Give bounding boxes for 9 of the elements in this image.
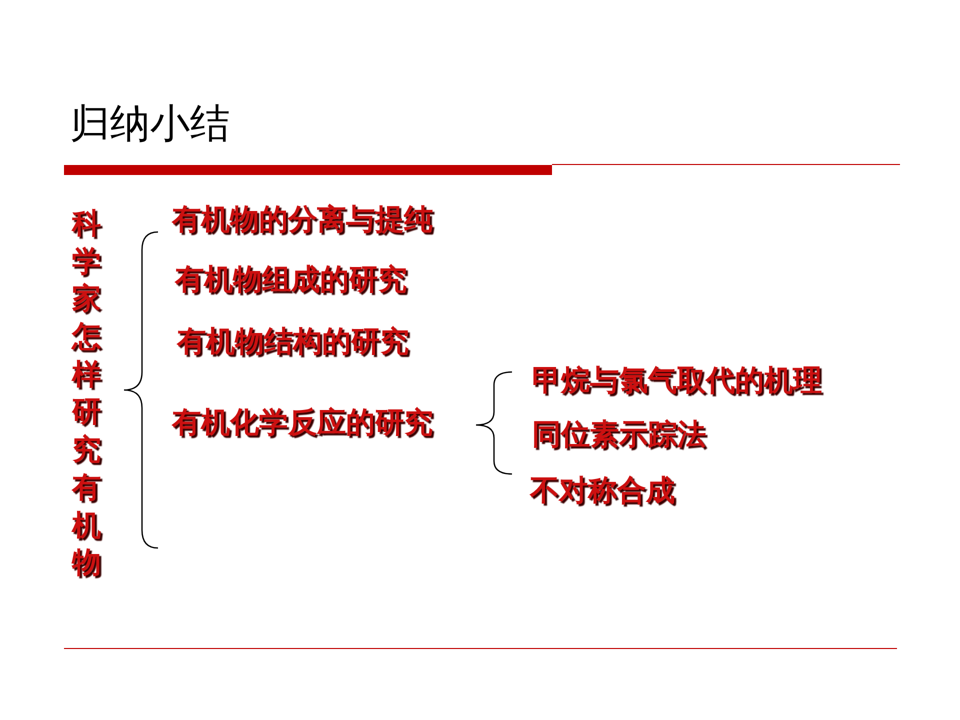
topic-text: 有机物的分离与提纯 — [172, 202, 433, 237]
topic-text: 有机物组成的研究 — [175, 262, 407, 297]
topic-text: 有机化学反应的研究 — [172, 405, 433, 440]
topic-text: 不对称合成 — [530, 473, 675, 508]
vertical-heading: 科学家怎样研究有机物 — [72, 205, 101, 582]
topic-text: 有机物结构的研究 — [177, 324, 409, 359]
topic-text: 同位素示踪法 — [532, 417, 706, 452]
topic-text: 甲烷与氯气取代的机理 — [532, 363, 822, 398]
slide-title: 归纳小结 — [70, 100, 230, 148]
